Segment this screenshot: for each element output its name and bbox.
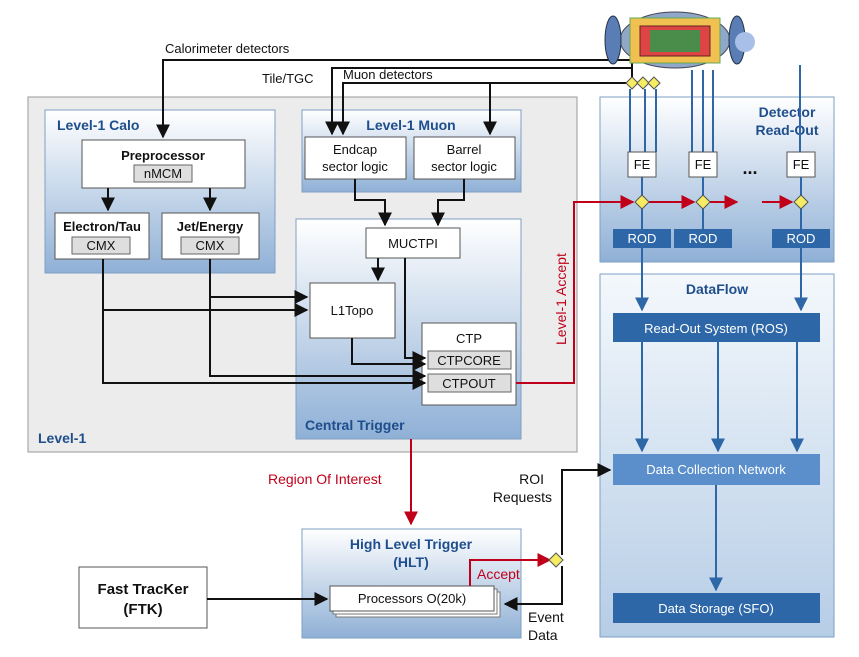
central-trigger-title: Central Trigger [305, 417, 405, 433]
ctpout-label: CTPOUT [442, 376, 496, 391]
rod-label-3: ROD [787, 231, 816, 246]
ctpout-box [427, 373, 512, 393]
muctpi-label: MUCTPI [388, 236, 438, 251]
rod-label-1: ROD [628, 231, 657, 246]
detector-readout-title-2: Read-Out [756, 122, 819, 138]
nmcm-label: nMCM [144, 166, 182, 181]
level1-muon-title: Level-1 Muon [366, 117, 455, 133]
nmcm-box [133, 164, 193, 183]
ros-box [613, 313, 820, 342]
processors-label: Processors O(20k) [358, 591, 466, 606]
fe-ellipsis: ... [742, 158, 757, 178]
muctpi-box [365, 227, 461, 259]
calorimeter-detectors-label: Calorimeter detectors [165, 41, 290, 56]
preprocessor-label: Preprocessor [121, 148, 205, 163]
fe-box-3 [786, 151, 816, 178]
detector-readout-title-1: Detector [759, 104, 816, 120]
cmx-label-1: CMX [87, 238, 116, 253]
level1-label: Level-1 [38, 430, 86, 446]
dataflow-title: DataFlow [686, 281, 748, 297]
readout-diamond-2 [695, 194, 711, 210]
rod-box-1 [613, 229, 671, 248]
ftk-box [78, 566, 208, 629]
cmx-label-2: CMX [196, 238, 225, 253]
muon-detectors-label: Muon detectors [343, 67, 433, 82]
fe-label-1: FE [634, 157, 651, 172]
barrel-label-1: Barrel [447, 142, 482, 157]
l1topo-label: L1Topo [331, 303, 374, 318]
readout-diamond-1 [634, 194, 650, 210]
hlt-title-1: High Level Trigger [350, 536, 473, 552]
hlt-diamond [548, 552, 564, 568]
accept-label: Accept [477, 566, 520, 582]
endcap-label-1: Endcap [333, 142, 377, 157]
sfo-box [613, 593, 820, 623]
event-data-label-2: Data [528, 627, 558, 643]
endcap-sector-logic-box [304, 136, 407, 180]
ftk-label-2: (FTK) [123, 601, 162, 618]
barrel-label-2: sector logic [431, 159, 497, 174]
preprocessor-box [81, 139, 246, 189]
ctpcore-label: CTPCORE [437, 353, 501, 368]
fe-box-1 [627, 151, 657, 178]
barrel-sector-logic-box [413, 136, 516, 180]
level1-accept-label: Level-1 Accept [553, 253, 569, 345]
rod-label-2: ROD [689, 231, 718, 246]
hlt-box [301, 528, 522, 639]
detector-output-diamonds [625, 76, 661, 90]
fe-label-3: FE [793, 157, 810, 172]
ctp-label: CTP [456, 331, 482, 346]
electron-tau-label: Electron/Tau [63, 219, 141, 234]
readout-diamond-3 [793, 194, 809, 210]
region-of-interest-label: Region Of Interest [268, 471, 382, 487]
dcn-label: Data Collection Network [646, 462, 786, 477]
sfo-label: Data Storage (SFO) [658, 601, 774, 616]
tile-tgc-label: Tile/TGC [262, 71, 314, 86]
dcn-box [613, 454, 820, 485]
jet-energy-label: Jet/Energy [177, 219, 244, 234]
rod-box-2 [674, 229, 732, 248]
endcap-label-2: sector logic [322, 159, 388, 174]
roi-requests-label-1: ROI [519, 471, 544, 487]
processors-box [329, 585, 495, 612]
hlt-title-2: (HLT) [393, 554, 429, 570]
fe-label-2: FE [695, 157, 712, 172]
rod-box-3 [772, 229, 830, 248]
ctpcore-box [427, 350, 512, 370]
atlas-detector-icon [604, 11, 755, 69]
ros-label: Read-Out System (ROS) [644, 321, 788, 336]
event-data-label-1: Event [528, 609, 564, 625]
level1-calo-title: Level-1 Calo [57, 117, 139, 133]
cmx-box-2 [180, 236, 240, 255]
roi-requests-label-2: Requests [493, 489, 552, 505]
ftk-label-1: Fast TracKer [98, 581, 189, 598]
cmx-box-1 [71, 236, 131, 255]
l1topo-box [309, 282, 396, 339]
